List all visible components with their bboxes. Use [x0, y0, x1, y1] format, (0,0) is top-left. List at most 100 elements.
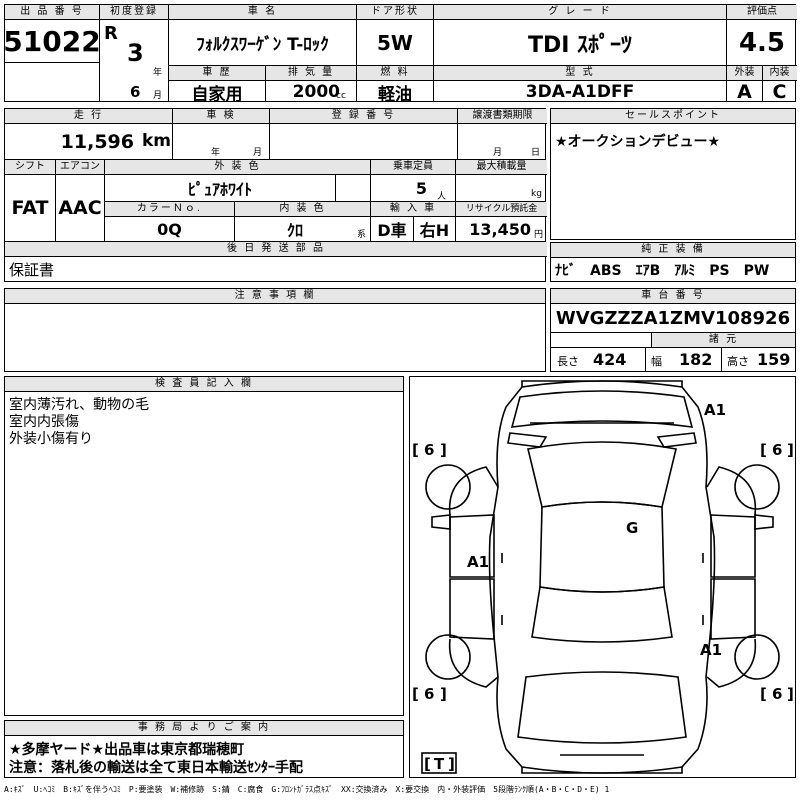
dims-label: 諸 元	[651, 333, 795, 348]
era: R	[104, 23, 118, 44]
tire-rear-left-close: ]	[440, 685, 447, 703]
yen-unit: 円	[534, 230, 544, 240]
insp-month-unit: 月	[253, 148, 263, 158]
lot-label: 出 品 番 号	[5, 5, 99, 20]
grade-label: グ レ ー ド	[434, 5, 726, 20]
office-line-1: ★多摩ヤード★出品車は東京都瑞穂町	[9, 742, 245, 758]
shift: FAT	[11, 197, 49, 219]
regno-label: 登 録 番 号	[270, 109, 457, 124]
colorno-label: カラーＮｏ.	[105, 202, 234, 217]
first-reg-label: 初度登録	[100, 5, 168, 20]
ext-label: 外装	[727, 66, 762, 81]
dl-day-unit: 日	[531, 148, 541, 158]
tire-rear-left: [	[412, 685, 419, 703]
caution-label: 注 意 事 項 欄	[5, 289, 545, 304]
capacity-label: 乗車定員	[371, 160, 455, 175]
displacement: 2000	[292, 82, 340, 102]
recycle-label: リサイクル預託金	[456, 202, 547, 217]
equipment: ﾅﾋﾞ ABS ｴｱB ｱﾙﾐ PS PW	[555, 263, 770, 279]
spare-close: ]	[448, 755, 455, 773]
model-code: 3DA-A1DFF	[525, 82, 635, 102]
exterior-color: ﾋﾟｭｱﾎﾜｲﾄ	[187, 180, 252, 199]
lot-number: 51022	[3, 24, 101, 58]
cc-unit: cc	[336, 91, 346, 101]
score: 4.5	[738, 27, 786, 58]
inspector-notes: 室内薄汚れ、動物の毛 室内内張傷 外装小傷有り	[9, 397, 150, 447]
inspector-label: 検 査 員 記 入 欄	[5, 377, 403, 392]
year-unit: 年	[153, 68, 163, 78]
equipment-label: 純 正 装 備	[551, 243, 795, 258]
car-name: ﾌｫﾙｸｽﾜｰｹﾞﾝ T-ﾛｯｸ	[196, 35, 329, 55]
sales-point: ★オークションデビュー★	[555, 134, 721, 150]
load-unit: kg	[531, 189, 542, 199]
car-name-label: 車 名	[169, 5, 356, 20]
caution-block: 注 意 事 項 欄	[4, 288, 546, 372]
recycle-fee: 13,450	[469, 219, 531, 239]
tire-rear-left-value: 6	[424, 685, 434, 703]
length-label: 長さ	[557, 355, 579, 368]
color-label: 外 装 色	[105, 160, 370, 175]
grade: TDI ｽﾎﾟｰﾂ	[527, 32, 633, 58]
tire-front-left-value: 6	[424, 441, 434, 459]
width-label: 幅	[651, 355, 662, 368]
fuel: 軽油	[378, 84, 412, 105]
reg-year: 3	[127, 39, 144, 67]
chassis-block: 車 台 番 号 WVGZZZA1ZMV108926 諸 元 長さ 424 幅 1…	[550, 288, 796, 372]
dl-month-unit: 月	[493, 148, 503, 158]
reg-month: 6	[130, 83, 141, 101]
tire-front-right: [	[760, 441, 767, 459]
spec-block: 走 行 車 検 登 録 番 号 譲渡書類期限 11,596 km 年 月 月 日…	[4, 108, 547, 282]
tire-rear-right-close: ]	[787, 685, 794, 703]
deadline-label: 譲渡書類期限	[458, 109, 547, 124]
insp-year-unit: 年	[211, 148, 221, 158]
import-label: 輸 入 車	[371, 202, 455, 217]
capacity: 5	[415, 178, 427, 198]
int-label: 内装	[762, 66, 797, 81]
km-unit: km	[142, 131, 172, 151]
spare-open: [	[424, 755, 431, 773]
equipment-block: 純 正 装 備 ﾅﾋﾞ ABS ｴｱB ｱﾙﾐ PS PW	[550, 242, 796, 282]
month-unit: 月	[153, 91, 163, 101]
model-label: 型 式	[434, 66, 726, 81]
door-label: ドア形状	[357, 5, 433, 20]
height-label: 高さ	[727, 355, 749, 368]
interior-unit: 系	[357, 230, 367, 240]
aircon: AAC	[58, 197, 102, 219]
mileage-label: 走 行	[5, 109, 172, 124]
office-label: 事 務 局 よ り ご 案 内	[5, 721, 403, 736]
handle-side: 右H	[419, 221, 450, 240]
displacement-label: 排 気 量	[266, 66, 356, 81]
interior-score: C	[772, 81, 787, 103]
history-label: 車 歴	[169, 66, 265, 81]
interior-color: ｸﾛ	[286, 221, 303, 240]
fuel-label: 燃 料	[357, 66, 433, 81]
mark-right-rear-a1: A1	[700, 641, 722, 659]
tire-rear-right: [	[760, 685, 767, 703]
ac-label: エアコン	[56, 160, 104, 175]
mileage: 11,596	[60, 130, 134, 153]
shift-label: シフト	[5, 160, 55, 175]
load-label: 最大積載量	[456, 160, 547, 175]
header-block: 出 品 番 号 51022 初度登録 R 3 年 6 月 車 名 ﾌｫﾙｸｽﾜｰ…	[3, 4, 797, 105]
capacity-unit: 人	[437, 192, 447, 202]
later-parts: 保証書	[9, 260, 55, 279]
height-value: 159	[757, 350, 791, 369]
later-parts-label: 後 日 発 送 部 品	[5, 242, 547, 257]
mark-left-door-a1: A1	[467, 553, 489, 571]
length-value: 424	[593, 350, 627, 369]
door-type: 5W	[377, 30, 413, 55]
spare-value: T	[434, 755, 445, 773]
mark-front-a1: A1	[704, 401, 726, 419]
mark-roof-g: G	[626, 519, 638, 537]
tire-rear-right-value: 6	[772, 685, 782, 703]
score-label: 評価点	[727, 5, 797, 20]
car-diagram-svg: A1 G A1 A1 [ 6 ] [ 6 ] [ 6 ] [ 6 ] [ T ]	[412, 380, 794, 774]
inspection-label: 車 検	[173, 109, 269, 124]
legend-footer: A:ｷｽﾞ U:ﾍｺﾐ B:ｷｽﾞを伴うﾍｺﾐ P:要塗装 W:補修跡 S:錆 …	[4, 785, 610, 794]
office-block: 事 務 局 よ り ご 案 内 ★多摩ヤード★出品車は東京都瑞穂町 注意：落札後…	[4, 720, 404, 778]
tire-front-right-close: ]	[787, 441, 794, 459]
tire-front-left-close: ]	[440, 441, 447, 459]
damage-diagram: A1 G A1 A1 [ 6 ] [ 6 ] [ 6 ] [ 6 ] [ T ]	[409, 376, 796, 778]
color-number: 0Q	[157, 219, 182, 239]
exterior-score: A	[737, 81, 752, 103]
